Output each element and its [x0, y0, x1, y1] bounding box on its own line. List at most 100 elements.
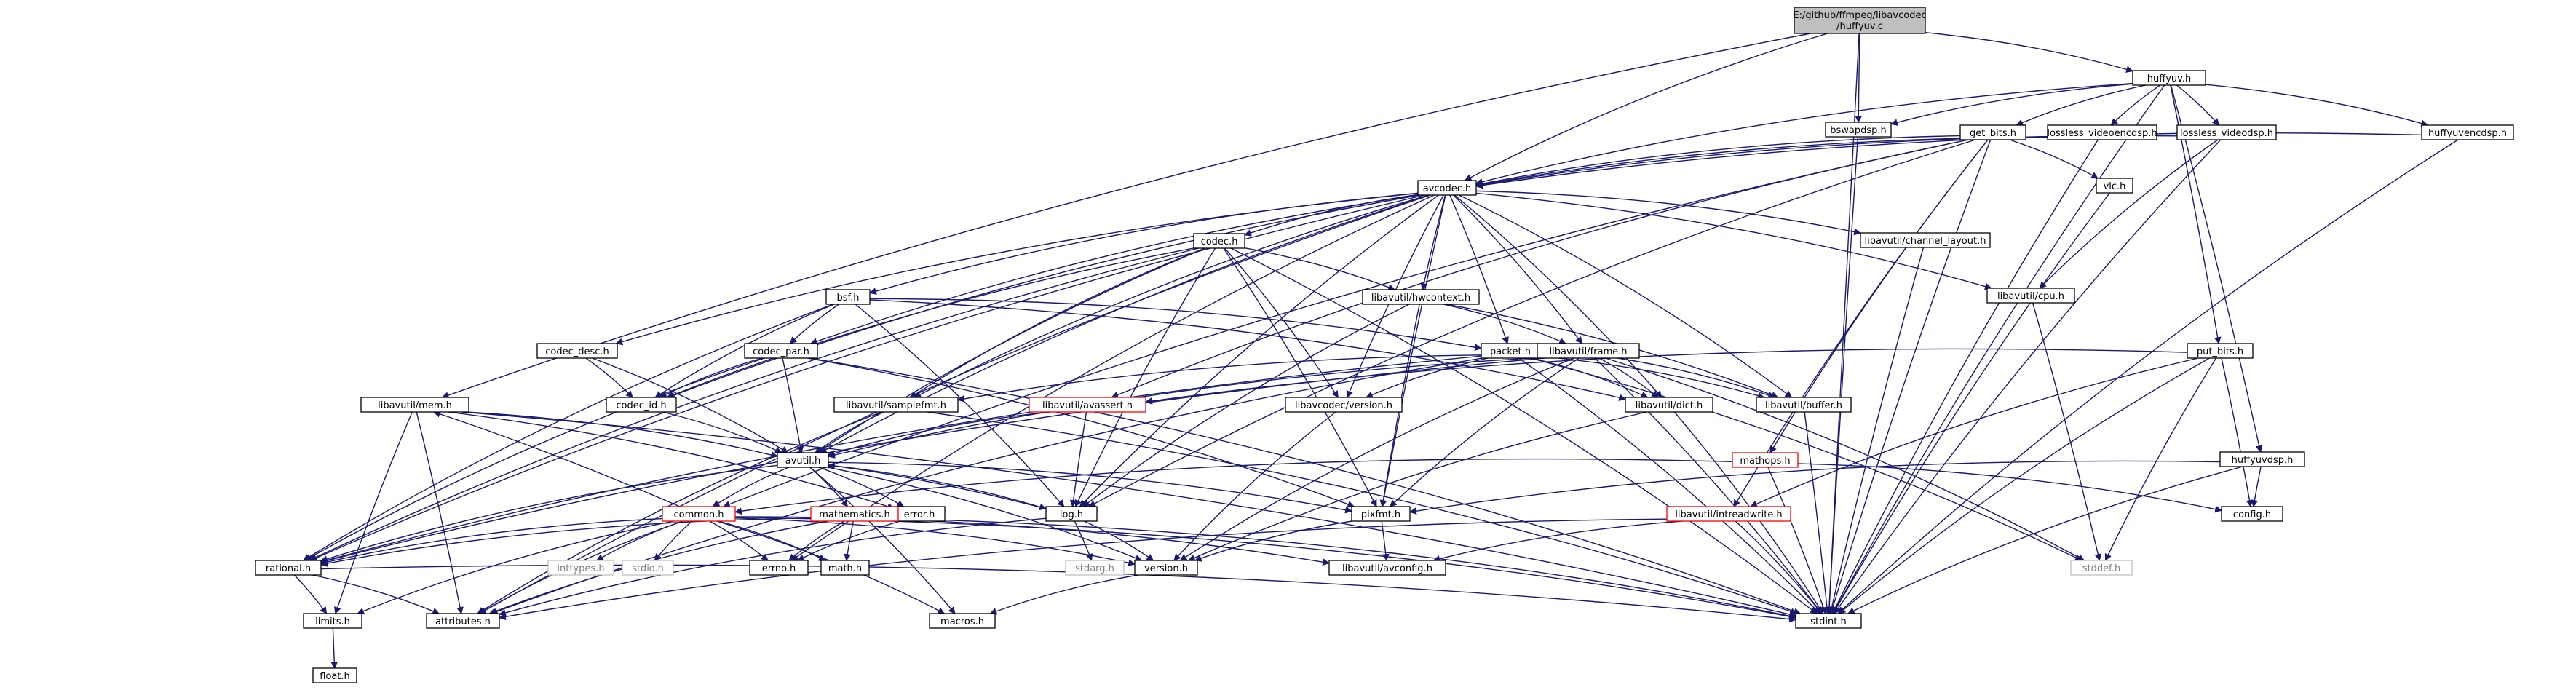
node-errno-h[interactable]: errno.h [749, 560, 809, 576]
node-avutil-h[interactable]: avutil.h [777, 452, 829, 468]
edge-vlc_h-to-stdint_h [1832, 192, 2110, 614]
node-codec-desc-h[interactable]: codec_desc.h [536, 343, 618, 359]
edge-put_bits_h-to-stddef_h [2104, 357, 2217, 561]
node-buffer-h[interactable]: libavutil/buffer.h [1756, 397, 1852, 413]
node-codec-par-h[interactable]: codec_par.h [744, 343, 818, 359]
edge-avutil_h-to-log_h [828, 464, 1047, 511]
node-lavc-version-h[interactable]: libavcodec/version.h [1285, 397, 1403, 413]
edge-avcodec_h-to-buffer_h [1459, 194, 1793, 398]
node-mathops-h[interactable]: mathops.h [1732, 452, 1799, 468]
node-label-dict-h: libavutil/dict.h [1636, 400, 1703, 411]
edge-huffyuvdsp_h-to-config_h [2251, 466, 2262, 507]
edge-get_bits_h-to-stdint_h [1829, 139, 1992, 614]
edge-avcodec_h-to-packet_h [1449, 194, 1509, 344]
node-math-h[interactable]: math.h [820, 560, 870, 576]
node-common-h[interactable]: common.h [662, 506, 736, 522]
node-huffyuvdsp-h[interactable]: huffyuvdsp.h [2219, 451, 2305, 467]
node-box-config-h [2221, 506, 2283, 522]
edge-bsf_h-to-packet_h [869, 298, 1482, 352]
node-mem-h[interactable]: libavutil/mem.h [360, 397, 469, 413]
node-box-frame-h [1537, 343, 1640, 359]
edge-bsf_h-to-codec_par_h [789, 304, 839, 344]
node-avassert-h[interactable]: libavutil/avassert.h [1029, 397, 1146, 413]
node-label-bswapdsp-h: bswapdsp.h [1830, 125, 1887, 136]
edge-mathops_h-to-stdint_h [1767, 467, 1827, 614]
node-label-avcodec-h: avcodec.h [1423, 183, 1472, 194]
node-version-h[interactable]: version.h [1134, 560, 1198, 576]
node-intreadwrite-h[interactable]: libavutil/intreadwrite.h [1666, 506, 1791, 522]
node-hwcontext-h[interactable]: libavutil/hwcontext.h [1362, 289, 1480, 305]
edge-codec_h-to-rational_h [308, 247, 1199, 561]
node-frame-h[interactable]: libavutil/frame.h [1537, 343, 1640, 359]
edge-avcodec_h-to-channel_layout_h [1475, 190, 1861, 236]
node-box-codec-desc-h [536, 343, 618, 359]
node-box-avconfig-h [1328, 560, 1446, 576]
node-log-h[interactable]: log.h [1045, 506, 1098, 522]
node-rational-h[interactable]: rational.h [255, 560, 322, 576]
edge-huffyuv_h-to-bswapdsp_h [1890, 83, 2133, 126]
node-cpu-h[interactable]: libavutil/cpu.h [1986, 288, 2075, 304]
edge-common_h-to-rational_h [320, 518, 663, 566]
node-attributes-h[interactable]: attributes.h [426, 613, 500, 629]
node-box-codec-par-h [744, 343, 818, 359]
node-limits-h[interactable]: limits.h [303, 613, 362, 629]
edge-cpu_h-to-stddef_h [2032, 302, 2102, 561]
node-box-bsf-h [825, 289, 871, 305]
node-macros-h[interactable]: macros.h [929, 613, 996, 629]
edge-mem_h-to-error_h [448, 411, 895, 510]
edge-avcodec_h-to-dict_h [1454, 194, 1662, 398]
node-box-cpu-h [1986, 288, 2075, 304]
node-lossless-videoencdsp-h[interactable]: lossless_videoencdsp.h [2047, 124, 2157, 140]
node-label-vlc-h: vlc.h [2104, 181, 2126, 192]
node-box-huffyuvdsp-h [2219, 451, 2305, 467]
node-bsf-h[interactable]: bsf.h [825, 289, 871, 305]
node-stdint-h[interactable]: stdint.h [1795, 613, 1862, 629]
node-avconfig-h[interactable]: libavutil/avconfig.h [1328, 560, 1446, 576]
node-packet-h[interactable]: packet.h [1481, 343, 1540, 359]
node-avcodec-h[interactable]: avcodec.h [1417, 180, 1477, 196]
edge-put_bits_h-to-intreadwrite_h [1750, 357, 2199, 507]
node-pixfmt-h[interactable]: pixfmt.h [1351, 506, 1411, 522]
node-mathematics-h[interactable]: mathematics.h [810, 506, 899, 522]
node-get-bits-h[interactable]: get_bits.h [1959, 124, 2026, 140]
edge-bswapdsp_h-to-stdint_h [1826, 136, 1859, 614]
edge-frame_h-to-pixfmt_h [1390, 357, 1580, 507]
edge-limits_h-to-float_h [330, 627, 338, 669]
node-label-avconfig-h: libavutil/avconfig.h [1342, 563, 1432, 574]
edge-dict_h-to-version_h [1187, 411, 1647, 561]
edge-buffer_h-to-stdint_h [1804, 411, 1831, 614]
edge-huffyuv_h-to-lossless_videodsp_h [2176, 84, 2220, 126]
node-huffyuvencdsp-h[interactable]: huffyuvencdsp.h [2421, 124, 2514, 140]
edge-frame_h-to-samplefmt_h [957, 354, 1538, 402]
node-float-h[interactable]: float.h [312, 667, 357, 683]
node-error-h[interactable]: error.h [893, 506, 946, 522]
node-box-mem-h [360, 397, 469, 413]
node-label-packet-h: packet.h [1490, 346, 1531, 357]
node-label-lossless-videoencdsp-h: lossless_videoencdsp.h [2047, 128, 2157, 139]
root-label-line2: /huffyuv.c [1836, 21, 1883, 32]
edge-bsf_h-to-rational_h [302, 304, 833, 561]
node-config-h[interactable]: config.h [2221, 506, 2283, 522]
edge-hwcontext_h-to-log_h [1082, 304, 1410, 507]
edge-avcodec_h-to-codec_par_h [809, 194, 1419, 345]
node-samplefmt-h[interactable]: libavutil/samplefmt.h [833, 397, 959, 413]
edge-intreadwrite_h-to-attributes_h [499, 518, 1668, 621]
node-bswapdsp-h[interactable]: bswapdsp.h [1825, 122, 1892, 138]
node-vlc-h[interactable]: vlc.h [2096, 178, 2133, 194]
edge-packet_h-to-stddef_h [1530, 357, 2082, 561]
node-box-put-bits-h [2187, 343, 2254, 359]
node-lossless-videodsp-h[interactable]: lossless_videodsp.h [2176, 124, 2277, 140]
node-label-log-h: log.h [1060, 509, 1083, 520]
edge-put_bits_h-to-config_h [2221, 357, 2254, 507]
node-dict-h[interactable]: libavutil/dict.h [1625, 397, 1713, 413]
node-huffyuv-h[interactable]: huffyuv.h [2132, 70, 2206, 86]
node-put-bits-h[interactable]: put_bits.h [2187, 343, 2254, 359]
node-channel-layout-h[interactable]: libavutil/channel_layout.h [1860, 232, 1991, 248]
node-codec-id-h[interactable]: codec_id.h [606, 397, 677, 413]
edge-common_h-to-mem_h [433, 411, 681, 507]
edge-mathematics_h-to-rational_h [320, 518, 812, 567]
node-label-stddef-h: stddef.h [2082, 563, 2120, 574]
node-box-inttypes-h [547, 560, 614, 576]
edge-codec_h-to-codec_id_h [666, 247, 1194, 399]
node-codec-h[interactable]: codec.h [1193, 233, 1245, 249]
